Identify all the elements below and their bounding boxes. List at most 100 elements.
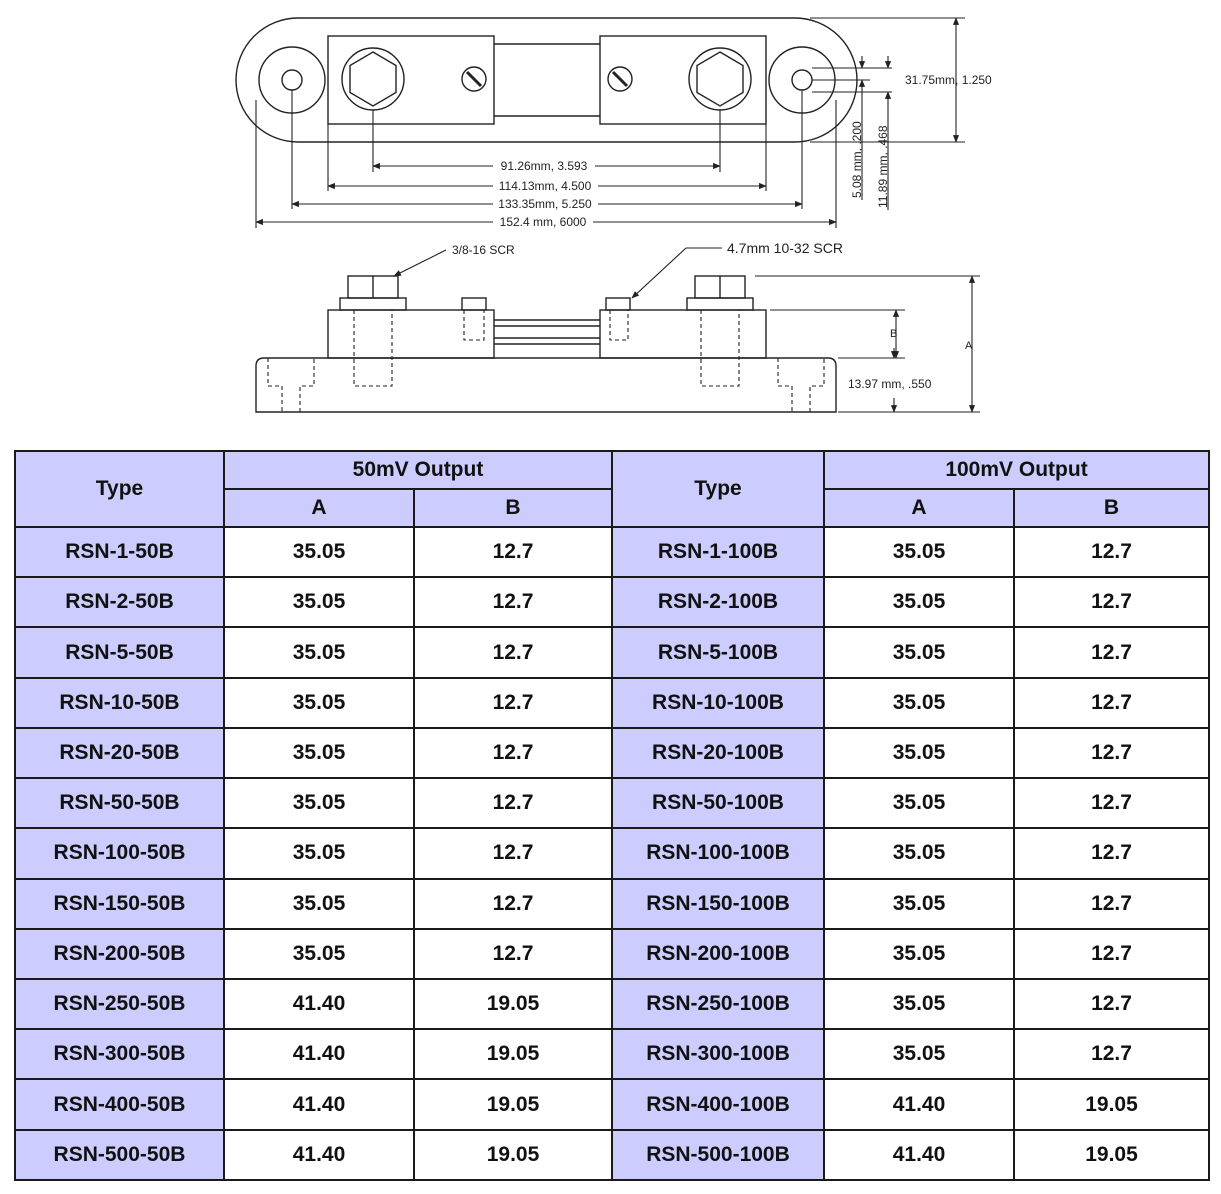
cell-type-50: RSN-200-50B: [14, 927, 225, 980]
cell-b-100: 12.7: [1012, 1028, 1211, 1081]
cell-type-50: RSN-20-50B: [14, 726, 225, 780]
cell-b-50: 19.05: [413, 977, 613, 1031]
cell-a-100: 41.40: [823, 1078, 1015, 1131]
cell-b-100: 12.7: [1012, 525, 1211, 579]
cell-a-100: 41.40: [823, 1128, 1015, 1182]
terminal-block-left: [327, 35, 495, 125]
cell-b-50: 19.05: [413, 1128, 613, 1182]
side-base: [255, 357, 837, 413]
side-dimensions: [393, 247, 980, 413]
header-type-100: Type: [611, 450, 825, 528]
cell-b-100: 19.05: [1012, 1128, 1211, 1182]
shunt-dimension-drawing: 91.26mm, 3.593 114.13mm, 4.500 133.35mm,…: [235, 17, 992, 413]
cell-type-100: RSN-200-100B: [611, 927, 825, 980]
cell-type-50: RSN-1-50B: [14, 525, 225, 579]
cell-a-100: 35.05: [823, 977, 1015, 1031]
cell-type-100: RSN-10-100B: [611, 676, 825, 729]
callout-terminal-screw: 3/8-16 SCR: [452, 243, 515, 257]
cell-a-100: 35.05: [823, 676, 1015, 729]
cell-a-100: 35.05: [823, 827, 1015, 880]
cell-type-50: RSN-50-50B: [14, 777, 225, 830]
cell-b-50: 12.7: [413, 827, 613, 880]
header-100mv-output: 100mV Output: [822, 450, 1211, 490]
dim-label-b: B: [890, 328, 897, 340]
cell-a-50: 41.40: [223, 977, 415, 1031]
cell-type-50: RSN-250-50B: [14, 977, 225, 1031]
cell-b-100: 12.7: [1012, 576, 1211, 629]
cell-b-50: 12.7: [413, 626, 613, 679]
cell-type-100: RSN-100-100B: [611, 827, 825, 880]
cell-b-50: 12.7: [413, 576, 613, 629]
cell-type-100: RSN-400-100B: [611, 1078, 825, 1131]
cell-type-50: RSN-400-50B: [14, 1078, 225, 1131]
cell-b-50: 19.05: [413, 1078, 613, 1131]
cell-a-100: 35.05: [823, 726, 1015, 780]
cell-b-100: 12.7: [1012, 777, 1211, 830]
cell-type-100: RSN-300-100B: [611, 1028, 825, 1081]
cell-type-100: RSN-20-100B: [611, 726, 825, 780]
cell-a-50: 35.05: [223, 777, 415, 830]
dim-hole-dia: 5.08 mm, .200: [850, 121, 864, 198]
cell-b-50: 12.7: [413, 676, 613, 729]
callout-sense-screw: 4.7mm 10-32 SCR: [727, 240, 843, 256]
cell-a-50: 35.05: [223, 927, 415, 980]
cell-type-50: RSN-5-50B: [14, 626, 225, 679]
cell-b-100: 19.05: [1012, 1078, 1211, 1131]
cell-b-50: 12.7: [413, 777, 613, 830]
cell-type-100: RSN-1-100B: [611, 525, 825, 579]
cell-b-100: 12.7: [1012, 877, 1211, 930]
dim-terminal-centers: 91.26mm, 3.593: [501, 159, 588, 173]
side-hidden-lines: [267, 310, 825, 412]
cell-a-50: 35.05: [223, 525, 415, 579]
shunt-dimension-table: Type 50mV Output Type 100mV Output A B A…: [14, 450, 1211, 1182]
cell-a-100: 35.05: [823, 1028, 1015, 1081]
terminal-bolt-left: [341, 47, 405, 111]
cell-type-50: RSN-150-50B: [14, 877, 225, 930]
cell-type-50: RSN-2-50B: [14, 576, 225, 629]
dim-overall-length: 152.4 mm, 6000: [500, 215, 587, 229]
sense-screw-right: [607, 66, 633, 92]
cell-a-100: 35.05: [823, 626, 1015, 679]
cell-b-100: 12.7: [1012, 927, 1211, 980]
cell-a-100: 35.05: [823, 525, 1015, 579]
cell-b-100: 12.7: [1012, 977, 1211, 1031]
cell-a-100: 35.05: [823, 927, 1015, 980]
cell-type-100: RSN-5-100B: [611, 626, 825, 679]
header-a-50: A: [223, 488, 415, 528]
cell-type-50: RSN-300-50B: [14, 1028, 225, 1081]
cell-b-100: 12.7: [1012, 726, 1211, 780]
cell-a-50: 35.05: [223, 576, 415, 629]
cell-a-50: 41.40: [223, 1028, 415, 1081]
side-block-right: [599, 309, 767, 359]
cell-a-100: 35.05: [823, 877, 1015, 930]
base-outline: [235, 17, 858, 143]
cell-a-50: 35.05: [223, 877, 415, 930]
header-b-50: B: [413, 488, 613, 528]
cell-b-50: 12.7: [413, 927, 613, 980]
mount-hole-right-inner: [791, 69, 813, 91]
dim-hole-centers: 133.35mm, 5.250: [498, 197, 592, 211]
dim-slot-width: 11.89 mm, .468: [876, 125, 890, 208]
header-b-100: B: [1012, 488, 1211, 528]
cell-type-100: RSN-50-100B: [611, 777, 825, 830]
cell-a-50: 35.05: [223, 626, 415, 679]
dim-overall-width: 31.75mm, 1.250: [905, 73, 992, 87]
cell-type-50: RSN-10-50B: [14, 676, 225, 729]
cell-type-50: RSN-100-50B: [14, 827, 225, 880]
terminal-bolt-right: [688, 47, 752, 111]
mount-hole-left-inner: [281, 69, 303, 91]
top-view: [235, 17, 858, 143]
header-a-100: A: [823, 488, 1015, 528]
cell-b-100: 12.7: [1012, 676, 1211, 729]
